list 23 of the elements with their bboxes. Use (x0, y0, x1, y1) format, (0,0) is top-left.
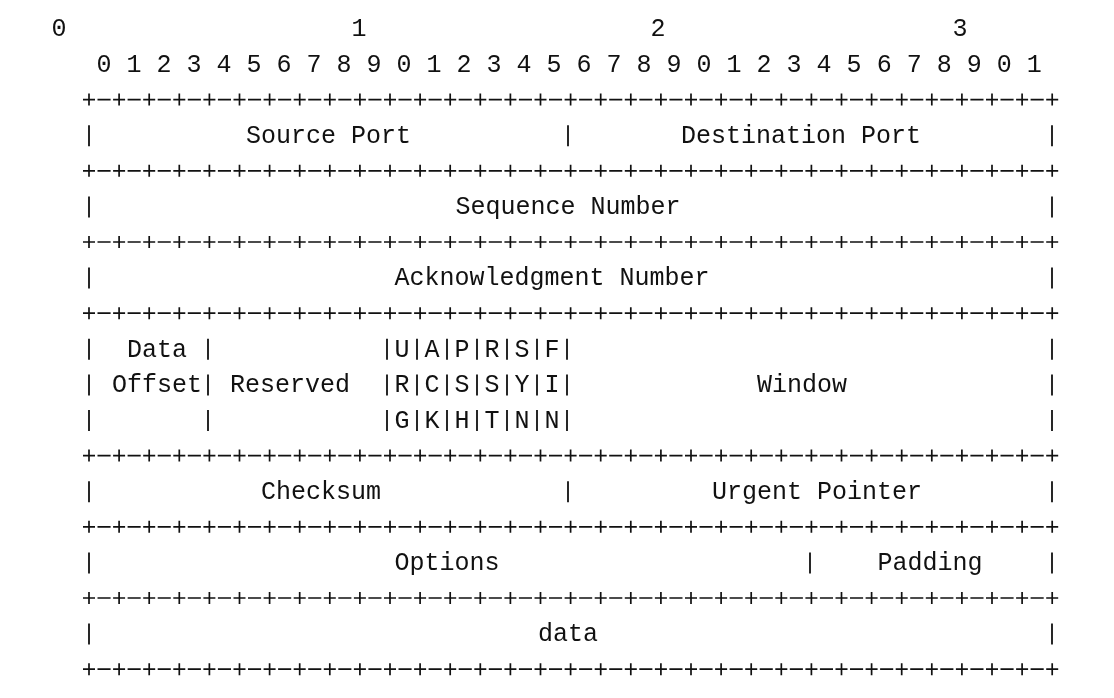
flag-name: RST (484, 332, 500, 440)
field-name: Window (757, 368, 847, 404)
bit-tens-number: 3 (952, 14, 968, 47)
flag-name: ACK (424, 332, 440, 440)
flag-name: PSH (454, 332, 470, 440)
field-name: Options (394, 546, 500, 582)
flag-name: FIN (544, 332, 560, 440)
bit-number-row-text: 0 1 2 3 4 5 6 7 8 9 0 1 2 3 4 5 6 7 8 9 0 1 2 3 4 5 6 7 8 9 0 1 (96, 49, 1042, 82)
field-name: Reserved (230, 368, 351, 404)
field-name: Padding (877, 546, 983, 582)
field-name: data (538, 617, 598, 653)
field-name: Data Offset (107, 332, 207, 404)
flag-name: SYN (514, 332, 530, 440)
bit-tens-number: 1 (351, 14, 367, 47)
field-name: Urgent Pointer (712, 475, 923, 511)
field-name: Destination Port (681, 119, 922, 155)
field-name: Sequence Number (455, 190, 681, 226)
field-name: Checksum (261, 475, 382, 511)
flag-name: URG (394, 332, 410, 440)
field-name: Source Port (246, 119, 412, 155)
bit-tens-number: 0 (51, 14, 67, 47)
field-name: Acknowledgment Number (394, 261, 710, 297)
bit-tens-number: 2 (650, 14, 666, 47)
